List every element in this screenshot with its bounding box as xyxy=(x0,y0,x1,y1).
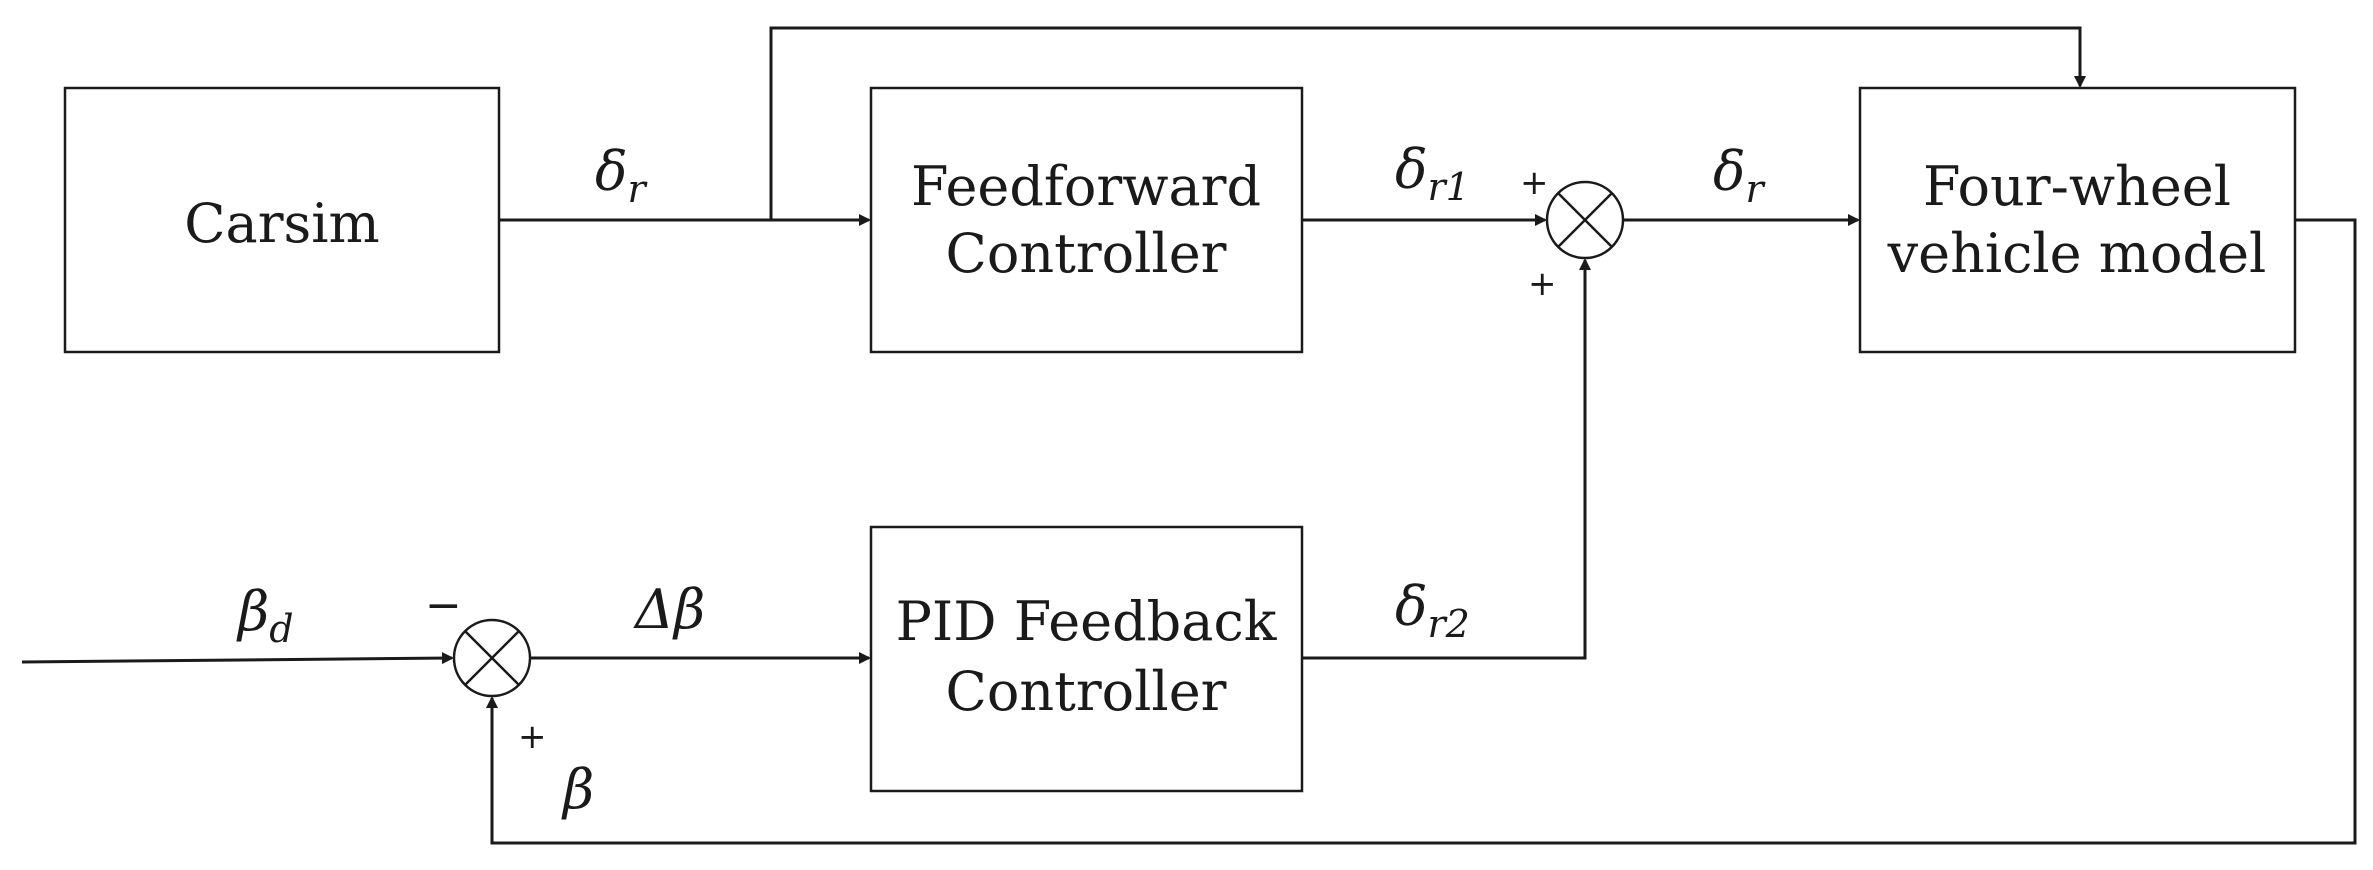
beta-feedback-arrow xyxy=(486,218,2357,845)
feedforward-label-line2: Controller xyxy=(946,222,1227,285)
beta-d-input-arrow xyxy=(21,652,454,665)
delta-r-output-label: δr xyxy=(1713,140,1767,211)
bottom-sum-plus-bottom: + xyxy=(518,717,547,757)
top-sum-plus-left: + xyxy=(1520,163,1549,203)
pid-feedback-controller-block: PID Feedback Controller xyxy=(869,525,1304,793)
pid-to-sum-arrow xyxy=(1302,258,1591,660)
bottom-summing-junction xyxy=(452,618,532,698)
pid-label-line2: Controller xyxy=(946,660,1227,723)
vehicle-label-line2: vehicle model xyxy=(1887,222,2267,285)
vehicle-model-block: Four-wheel vehicle model xyxy=(1858,86,2297,354)
delta-r2-label: δr2 xyxy=(1395,575,1470,646)
feedforward-controller-block: Feedforward Controller xyxy=(869,86,1304,354)
delta-r-input-label: δr xyxy=(595,140,649,211)
carsim-block: Carsim xyxy=(63,86,501,354)
delta-r1-label: δr1 xyxy=(1395,138,1470,209)
beta-feedback-label: β xyxy=(561,758,594,821)
pid-label-line1: PID Feedback xyxy=(896,590,1278,653)
top-sum-plus-bottom: + xyxy=(1528,264,1557,304)
feedforward-label-line1: Feedforward xyxy=(911,155,1261,218)
bottom-sum-minus-left: − xyxy=(425,580,462,631)
feedforward-bypass-arrow xyxy=(769,26,2086,220)
top-summing-junction xyxy=(1545,180,1625,260)
beta-d-label: βd xyxy=(236,580,294,651)
delta-beta-label: Δβ xyxy=(633,578,705,641)
carsim-label: Carsim xyxy=(184,192,380,255)
vehicle-label-line1: Four-wheel xyxy=(1923,155,2231,218)
